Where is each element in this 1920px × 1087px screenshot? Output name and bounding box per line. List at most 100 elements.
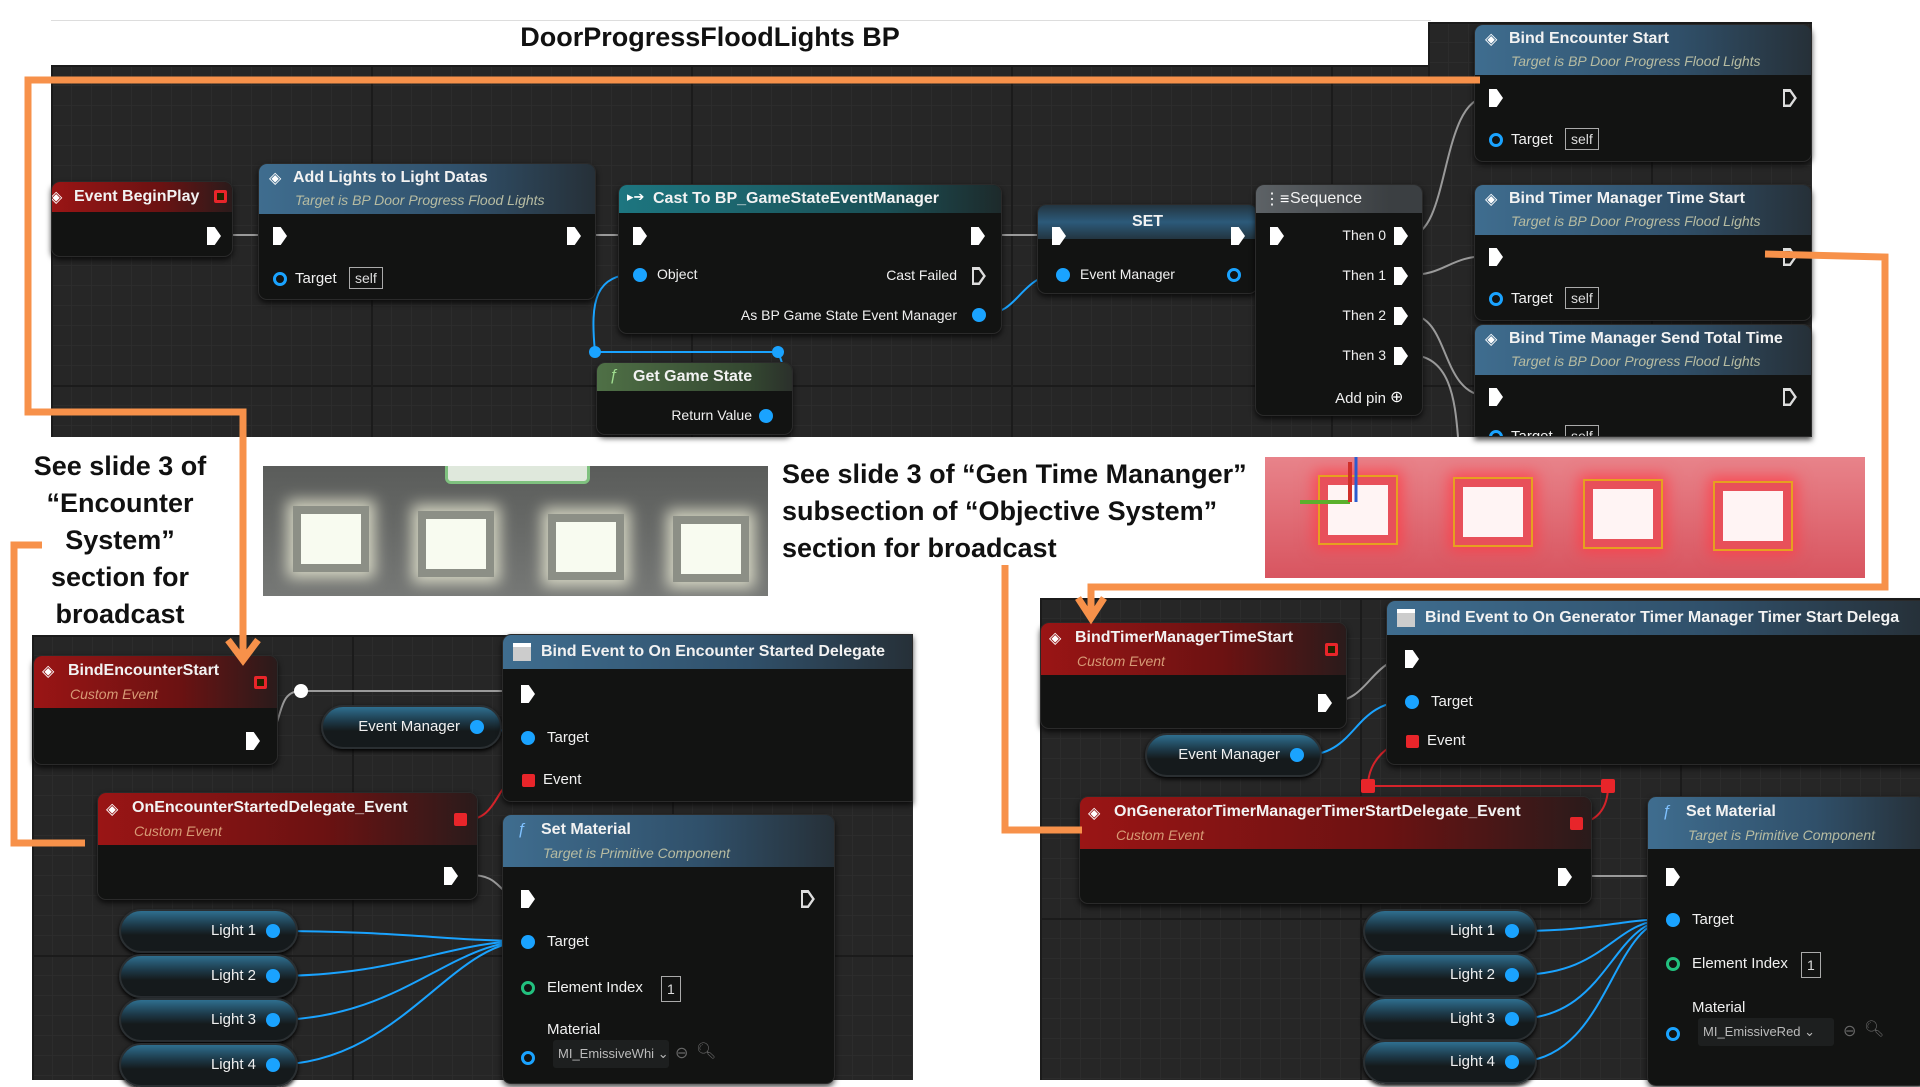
light-pin[interactable] <box>1505 924 1519 938</box>
target-pin[interactable] <box>1489 133 1503 147</box>
element-index-input[interactable]: 1 <box>1801 952 1821 978</box>
target-pin[interactable] <box>1405 695 1419 709</box>
then-0-pin[interactable] <box>1394 227 1408 245</box>
event-diamond-icon: ◈ <box>1088 805 1101 822</box>
bind-encounter-start-node[interactable]: ◈ Bind Encounter Start Target is BP Door… <box>1474 24 1812 162</box>
search-icon[interactable]: 🔍︎ <box>1864 1021 1885 1038</box>
light-pin[interactable] <box>1505 968 1519 982</box>
element-index-input[interactable]: 1 <box>661 976 681 1002</box>
target-value[interactable]: self <box>349 267 383 289</box>
event-manager-variable[interactable]: Event Manager <box>1145 733 1322 777</box>
light-pin[interactable] <box>266 1013 280 1027</box>
target-pin[interactable] <box>1489 292 1503 306</box>
target-pin[interactable] <box>1666 913 1680 927</box>
set-node[interactable]: SET Event Manager <box>1037 204 1258 294</box>
exec-in-pin[interactable] <box>521 685 535 703</box>
exec-in-pin[interactable] <box>1052 227 1066 245</box>
light-pin[interactable] <box>266 969 280 983</box>
exec-out-pin[interactable] <box>1558 868 1572 886</box>
exec-out-pin[interactable] <box>1318 694 1332 712</box>
target-value[interactable]: self <box>1565 425 1599 436</box>
event-pin[interactable] <box>522 774 535 787</box>
middle-annotation: See slide 3 of “Gen Time Mananger” subse… <box>782 456 1247 567</box>
exec-in-pin[interactable] <box>1666 868 1680 886</box>
light-pin[interactable] <box>266 924 280 938</box>
light-3-variable[interactable]: Light 3 <box>1363 997 1537 1041</box>
exec-out-pin[interactable] <box>1231 227 1245 245</box>
light-1-variable[interactable]: Light 1 <box>119 909 298 953</box>
light-2-variable[interactable]: Light 2 <box>1363 953 1537 997</box>
target-pin[interactable] <box>273 272 287 286</box>
then-1-pin[interactable] <box>1394 267 1408 285</box>
exec-out-pin[interactable] <box>444 867 458 885</box>
light-panel <box>1453 477 1533 547</box>
reroute-node <box>772 346 784 358</box>
target-value[interactable]: self <box>1565 287 1599 309</box>
exec-in-pin[interactable] <box>1405 650 1419 668</box>
light-1-variable[interactable]: Light 1 <box>1363 909 1537 953</box>
exec-in-pin[interactable] <box>1489 248 1503 266</box>
bind-time-manager-send-total-time-node[interactable]: ◈ Bind Time Manager Send Total Time Targ… <box>1474 324 1812 437</box>
exec-in-pin[interactable] <box>1489 89 1503 107</box>
search-icon[interactable]: 🔍︎ <box>696 1043 717 1060</box>
event-manager-pin[interactable] <box>470 720 484 734</box>
element-index-pin[interactable] <box>1666 957 1680 971</box>
element-index-pin[interactable] <box>521 981 535 995</box>
light-pin[interactable] <box>266 1058 280 1072</box>
exec-out-pin[interactable] <box>567 227 581 245</box>
on-encounter-started-delegate-event-node[interactable]: ◈ OnEncounterStartedDelegate_Event Custo… <box>97 792 478 900</box>
bind-event-generator-timer-start-node[interactable]: Bind Event to On Generator Timer Manager… <box>1386 600 1920 765</box>
add-pin-button[interactable]: Add pin <box>1335 390 1386 407</box>
material-dropdown[interactable]: MI_EmissiveWhi ⌄ <box>553 1040 669 1068</box>
get-game-state-node[interactable]: ƒ Get Game State Return Value <box>596 362 793 435</box>
target-pin[interactable] <box>521 935 535 949</box>
bind-timer-manager-time-start-event-node[interactable]: ◈ BindTimerManagerTimeStart Custom Event <box>1040 622 1347 729</box>
exec-in-pin[interactable] <box>273 227 287 245</box>
exec-in-pin[interactable] <box>521 890 535 908</box>
event-pin[interactable] <box>1406 735 1419 748</box>
exec-out-pin[interactable] <box>971 227 985 245</box>
bind-timer-manager-time-start-node[interactable]: ◈ Bind Timer Manager Time Start Target i… <box>1474 184 1812 321</box>
sequence-node[interactable]: ⋮≡ Sequence Then 0 Then 1 Then 2 Then 3 … <box>1255 184 1423 416</box>
as-game-state-pin[interactable] <box>972 308 986 322</box>
target-pin[interactable] <box>521 731 535 745</box>
material-pin[interactable] <box>1666 1027 1680 1041</box>
bind-event-encounter-started-node[interactable]: Bind Event to On Encounter Started Deleg… <box>502 634 913 802</box>
light-pin[interactable] <box>1505 1055 1519 1069</box>
light-3-variable[interactable]: Light 3 <box>119 998 298 1042</box>
add-plus-icon[interactable]: ⊕ <box>1390 389 1404 406</box>
event-manager-variable[interactable]: Event Manager <box>321 705 502 749</box>
add-lights-node[interactable]: ◈ Add Lights to Light Datas Target is BP… <box>258 163 596 300</box>
event-manager-pin[interactable] <box>1290 748 1304 762</box>
reset-arrow-icon[interactable]: ⊖ <box>675 1045 689 1062</box>
cast-node[interactable]: ▸➔ Cast To BP_GameStateEventManager Obje… <box>618 184 1002 334</box>
material-dropdown[interactable]: MI_EmissiveRed ⌄ <box>1698 1018 1834 1046</box>
set-material-node[interactable]: ƒ Set Material Target is Primitive Compo… <box>502 814 835 1084</box>
return-value-pin[interactable] <box>759 409 773 423</box>
target-value[interactable]: self <box>1565 128 1599 150</box>
reset-arrow-icon[interactable]: ⊖ <box>1843 1023 1857 1040</box>
exec-out-pin[interactable] <box>246 732 260 750</box>
exec-in-pin[interactable] <box>633 227 647 245</box>
exec-in-pin[interactable] <box>1489 388 1503 406</box>
delegate-pin[interactable] <box>254 676 267 689</box>
exec-out-pin[interactable] <box>207 227 221 245</box>
then-2-pin[interactable] <box>1394 307 1408 325</box>
light-pin[interactable] <box>1505 1012 1519 1026</box>
event-manager-in-pin[interactable] <box>1056 268 1070 282</box>
delegate-pin[interactable] <box>214 190 227 203</box>
target-pin[interactable] <box>1489 430 1503 436</box>
event-manager-out-pin[interactable] <box>1227 268 1241 282</box>
exec-in-pin[interactable] <box>1270 227 1284 245</box>
then-3-pin[interactable] <box>1394 347 1408 365</box>
bind-encounter-start-event-node[interactable]: ◈ BindEncounterStart Custom Event <box>33 655 278 765</box>
set-material-node[interactable]: ƒ Set Material Target is Primitive Compo… <box>1647 796 1920 1086</box>
on-generator-timer-start-delegate-event-node[interactable]: ◈ OnGeneratorTimerManagerTimerStartDeleg… <box>1079 796 1592 904</box>
material-pin[interactable] <box>521 1051 535 1065</box>
delegate-pin[interactable] <box>1325 643 1338 656</box>
light-2-variable[interactable]: Light 2 <box>119 954 298 998</box>
delegate-pin[interactable] <box>454 813 467 826</box>
object-pin[interactable] <box>633 268 647 282</box>
event-beginplay-node[interactable]: ◈ Event BeginPlay <box>51 181 233 257</box>
delegate-pin[interactable] <box>1570 817 1583 830</box>
